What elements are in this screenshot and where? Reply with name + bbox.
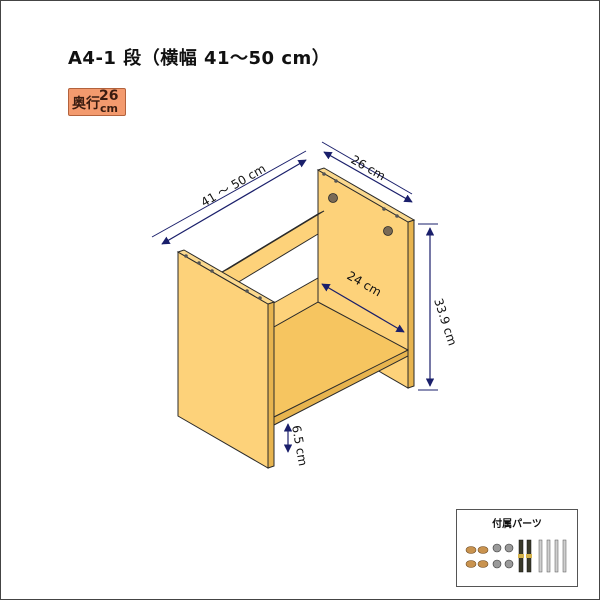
depth-label: 26 cm bbox=[349, 152, 388, 183]
cam-hole-icon bbox=[328, 193, 338, 203]
included-parts-title: 付属パーツ bbox=[492, 519, 542, 530]
depth-badge-unit: cm bbox=[100, 102, 118, 115]
back-top-rail bbox=[221, 210, 325, 293]
dowel-hole-icon bbox=[322, 172, 326, 176]
shelf-pin-icon bbox=[538, 539, 567, 573]
dowel-hole-icon bbox=[245, 289, 249, 293]
parts-illustration bbox=[465, 539, 567, 573]
depth-badge-label: 奥行 bbox=[72, 96, 100, 112]
left-side-panel bbox=[176, 249, 276, 469]
dowel-hole-icon bbox=[395, 214, 399, 218]
shelf-board bbox=[271, 277, 410, 427]
depth-badge: 奥行 26 cm bbox=[68, 88, 126, 116]
dowel-hole-icon bbox=[210, 269, 214, 273]
dowel-hole-icon bbox=[258, 296, 262, 300]
cam-lock-icon bbox=[492, 543, 514, 569]
shelf-height-dimension: 6.5 cm bbox=[283, 423, 310, 467]
dowel-hole-icon bbox=[184, 254, 188, 258]
height-dimension: 33.9 cm bbox=[418, 223, 460, 391]
product-title: A4-1 段（横幅 41～50 cm） bbox=[68, 48, 331, 69]
dowel-hole-icon bbox=[197, 261, 201, 265]
cam-bolt-icon bbox=[518, 539, 532, 573]
height-label: 33.9 cm bbox=[431, 297, 459, 348]
width-dimension: 41 ～ 50 cm bbox=[151, 150, 307, 245]
dowel-hole-icon bbox=[382, 207, 386, 211]
dowel-hole-icon bbox=[334, 179, 338, 183]
depth-badge-value: 26 bbox=[99, 88, 119, 104]
wooden-dowel-icon bbox=[465, 546, 489, 568]
included-parts-box: 付属パーツ bbox=[456, 509, 578, 587]
cam-hole-icon bbox=[383, 226, 393, 236]
shelf-height-label: 6.5 cm bbox=[289, 424, 310, 467]
